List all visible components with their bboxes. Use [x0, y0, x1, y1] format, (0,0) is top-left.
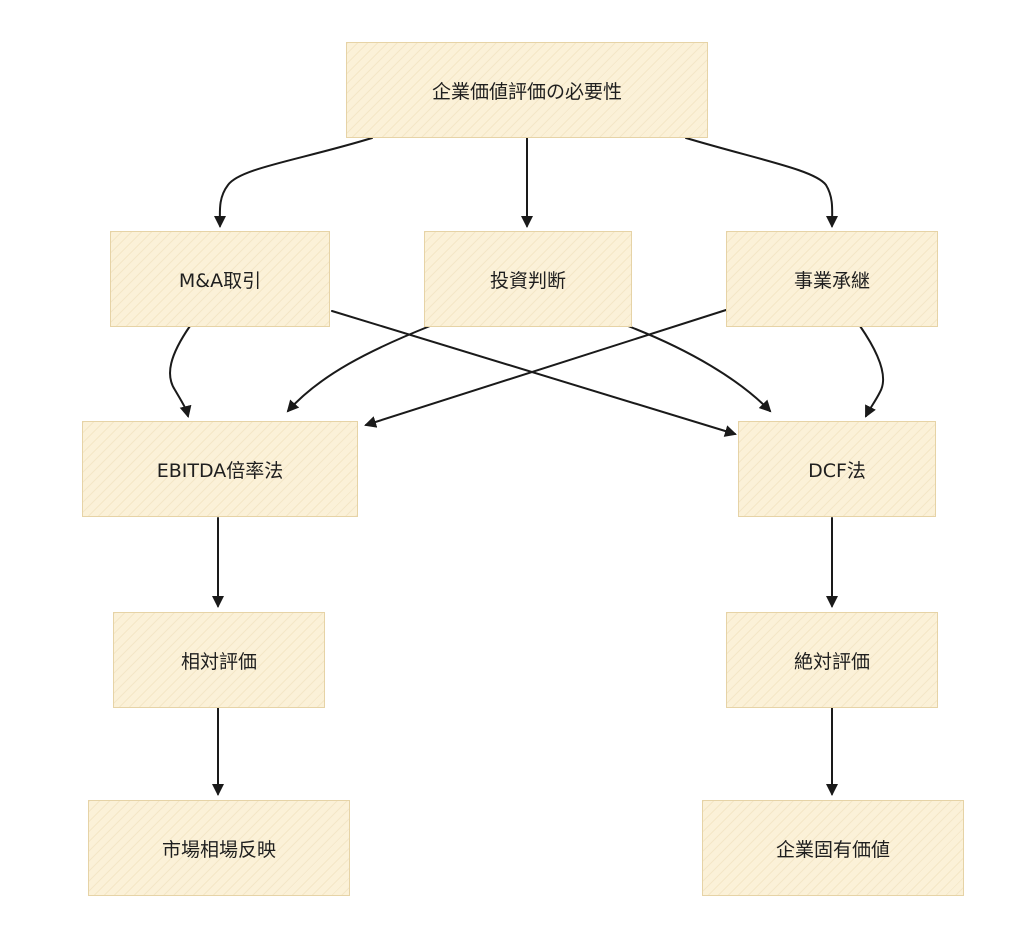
node-succession: 事業承継 — [726, 231, 938, 327]
node-ma-label: M&A取引 — [178, 269, 262, 292]
node-ebitda: EBITDA倍率法 — [82, 421, 358, 517]
node-dcf: DCF法 — [738, 421, 936, 517]
node-root-label: 企業価値評価の必要性 — [431, 80, 622, 103]
node-absolute-label: 絶対評価 — [793, 650, 870, 673]
edge-invest-ebitda — [286, 325, 431, 413]
edge-ma-ebitda — [169, 325, 192, 418]
edge-succession-ebitda — [364, 309, 727, 428]
node-absolute: 絶対評価 — [726, 612, 938, 708]
node-invest-label: 投資判断 — [489, 269, 566, 292]
edge-succession-dcf — [859, 325, 885, 418]
node-market: 市場相場反映 — [88, 800, 350, 896]
node-dcf-label: DCF法 — [808, 459, 866, 482]
node-succession-label: 事業承継 — [793, 269, 870, 292]
node-root: 企業価値評価の必要性 — [346, 42, 708, 138]
node-ma: M&A取引 — [110, 231, 330, 327]
node-relative: 相対評価 — [113, 612, 325, 708]
edge-root-succession — [685, 137, 839, 228]
node-ebitda-label: EBITDA倍率法 — [156, 459, 284, 482]
node-intrinsic: 企業固有価値 — [702, 800, 964, 896]
node-market-label: 市場相場反映 — [161, 838, 276, 861]
node-relative-label: 相対評価 — [180, 650, 257, 673]
node-intrinsic-label: 企業固有価値 — [775, 838, 890, 861]
node-invest: 投資判断 — [424, 231, 632, 327]
edge-root-ma — [213, 137, 373, 228]
edge-invest-dcf — [627, 325, 772, 413]
